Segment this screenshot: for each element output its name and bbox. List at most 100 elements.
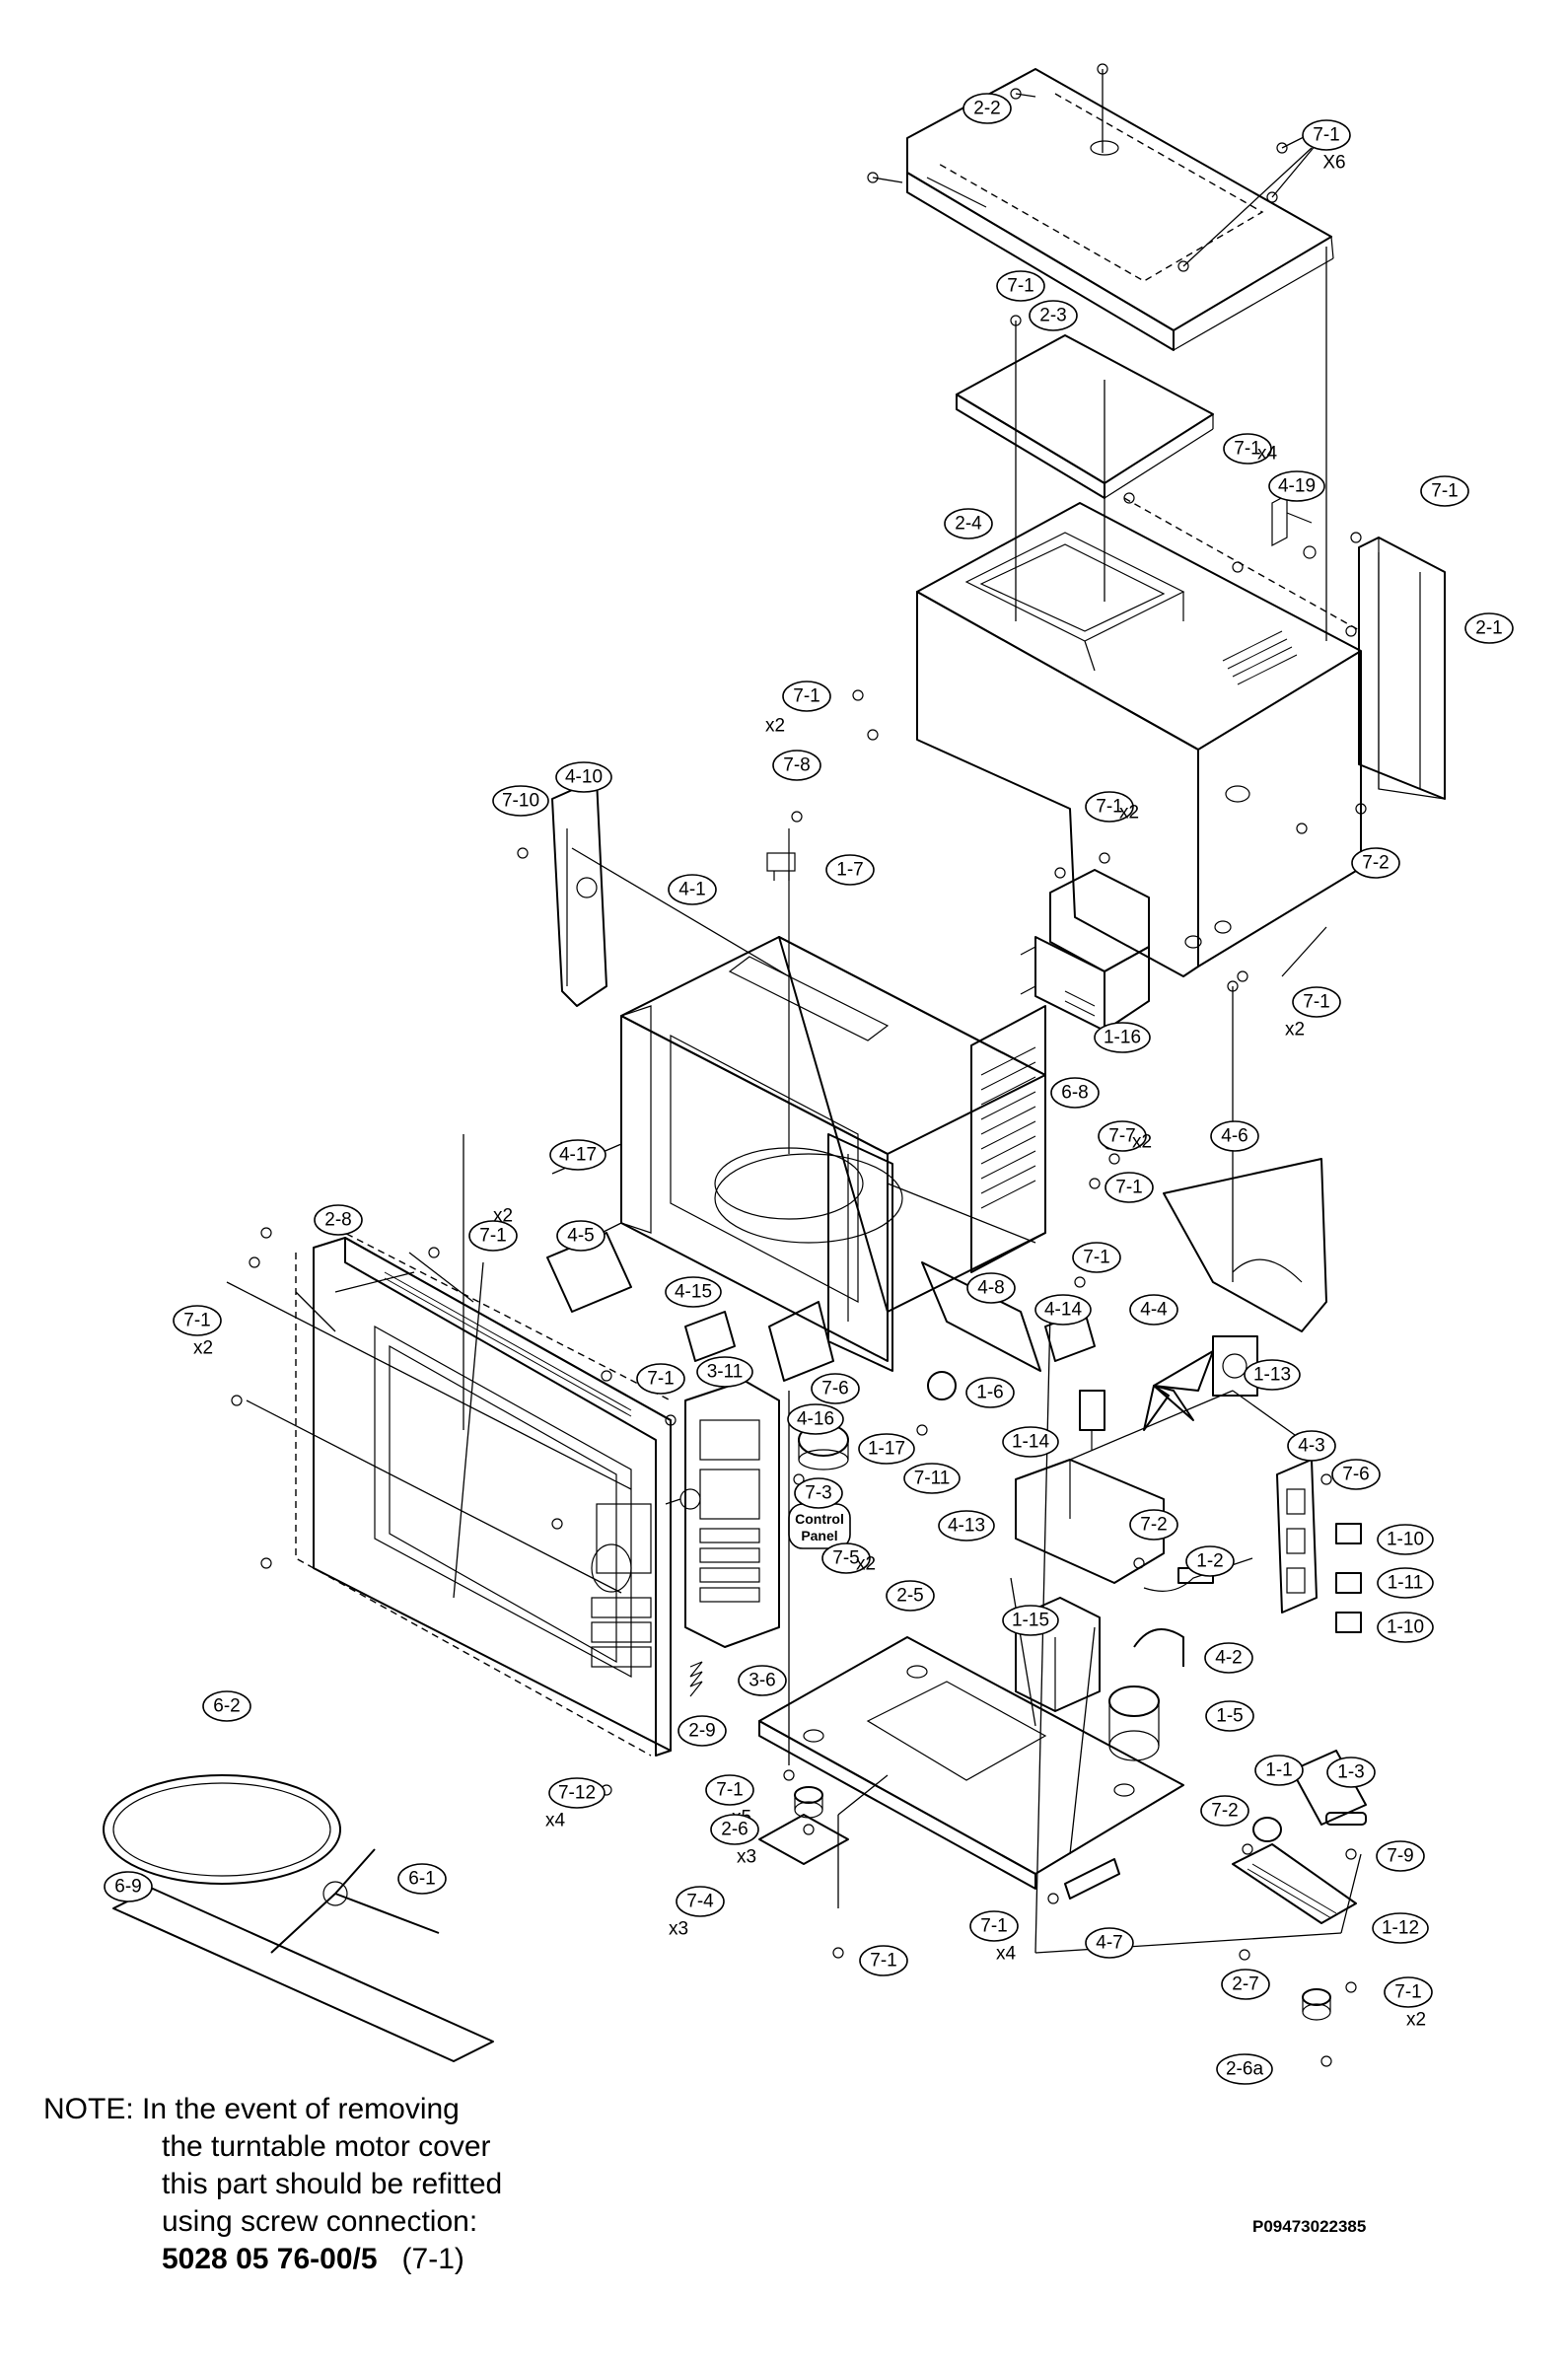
callout-bubble [1085, 1927, 1134, 1959]
callout-7-1: 7-1x2 [468, 1206, 518, 1252]
callout-bubble [1376, 1840, 1425, 1872]
callout-quantity: x2 [193, 1338, 213, 1359]
callout-4-2: 4-2 [1204, 1642, 1253, 1674]
callout-7-1: 7-1 [1072, 1242, 1121, 1273]
callout-bubble [738, 1665, 787, 1696]
note-line-2: the turntable motor cover [162, 2130, 491, 2163]
callout-label: 1-15 [1012, 1611, 1049, 1631]
switch-holder-4-3 [1276, 1459, 1318, 1614]
callout-label: 4-7 [1096, 1933, 1122, 1954]
callout-bubble [468, 1220, 518, 1252]
callout-label: 7-2 [1211, 1801, 1238, 1822]
callout-4-1: 4-1 [668, 874, 717, 905]
callout-1-10: 1-10 [1377, 1524, 1434, 1555]
callout-7-11: 7-11 [903, 1463, 961, 1494]
callout-label: 7-7 [1108, 1126, 1135, 1147]
callout-label: 7-5 [832, 1548, 859, 1569]
callout-2-3: 2-3 [1029, 300, 1078, 331]
callout-label: 4-15 [675, 1282, 712, 1303]
callout-quantity: x2 [1119, 803, 1139, 824]
callout-label: 2-3 [1039, 306, 1066, 326]
foot-2-6a [1302, 1988, 1331, 2021]
note-line-4: using screw connection: [162, 2205, 478, 2238]
callout-7-1: 7-1x2 [173, 1305, 222, 1359]
callout-quantity: x4 [996, 1944, 1017, 1965]
callout-4-19: 4-19 [1268, 470, 1325, 502]
callout-bubble [825, 854, 875, 886]
callout-label: 7-11 [914, 1469, 951, 1489]
callout-quantity: x2 [856, 1554, 876, 1575]
callout-bubble [772, 750, 821, 781]
callout-bubble [962, 93, 1012, 124]
note-part-reference: (7-1) [401, 2243, 464, 2275]
callout-4-10: 4-10 [555, 761, 612, 793]
callout-bubble [944, 508, 993, 539]
callout-2-4: 2-4 [944, 508, 993, 539]
callout-7-1: 7-1x2 [1384, 1976, 1433, 2031]
callout-bubble [1372, 1912, 1429, 1944]
callout-6-8: 6-8 [1050, 1077, 1100, 1109]
callout-label: 4-4 [1140, 1300, 1168, 1321]
callout-label: 1-2 [1196, 1551, 1223, 1572]
callout-bubble [1050, 1077, 1100, 1109]
callout-7-1: 7-1x4 [969, 1910, 1019, 1965]
callout-1-13: 1-13 [1244, 1359, 1301, 1391]
bracket-3-11 [768, 1301, 834, 1382]
callout-label: 3-6 [748, 1671, 775, 1691]
callout-label: 2-4 [955, 514, 982, 535]
callout-7-1: 7-1x4 [1223, 433, 1277, 465]
callout-label: 6-1 [408, 1869, 435, 1890]
callout-bubble [1221, 1969, 1270, 2000]
callout-bubble [811, 1373, 860, 1404]
callout-label: 7-1 [1096, 797, 1122, 818]
callout-label: 7-4 [686, 1892, 714, 1912]
fuse-1-3 [1325, 1812, 1367, 1826]
callout-2-7: 2-7 [1221, 1969, 1270, 2000]
side-frame-with-vents [827, 1005, 1046, 1372]
base-plate-2-5 [758, 1636, 1184, 1890]
callout-2-6: 2-6x3 [710, 1814, 759, 1868]
cabinet-2-4 [916, 502, 1362, 977]
note-part-number: 5028 05 76-00/5 [162, 2243, 378, 2275]
magnetron-1-16 [1020, 869, 1150, 1032]
callout-label: 7-1 [1007, 276, 1033, 297]
callout-1-17: 1-17 [858, 1433, 915, 1465]
callout-label: 7-1 [1115, 1178, 1142, 1198]
callout-bubble [996, 270, 1045, 302]
callout-label: 6-8 [1061, 1083, 1088, 1104]
callout-7-2: 7-2 [1200, 1795, 1249, 1827]
callout-label: 7-9 [1387, 1846, 1413, 1867]
callout-bubble [202, 1690, 251, 1722]
callout-label: 4-13 [948, 1516, 985, 1537]
callout-quantity: x2 [493, 1206, 513, 1227]
door-2-8 [295, 1222, 672, 1757]
control-panel-label-line1: Control [795, 1511, 844, 1527]
callout-1-1: 1-1 [1254, 1755, 1304, 1786]
callout-bubble [1204, 1642, 1253, 1674]
callout-label: 7-1 [1303, 992, 1329, 1013]
callout-label: 7-1 [479, 1226, 506, 1247]
callout-7-1: 7-1 [859, 1945, 908, 1976]
callout-bubble [1223, 433, 1272, 465]
callout-label: 4-17 [559, 1145, 597, 1166]
control-panel-label-line2: Panel [801, 1528, 837, 1543]
callout-label: 7-1 [870, 1951, 896, 1972]
callout-bubble [492, 785, 549, 817]
mica-sheet-6-9 [112, 1888, 494, 2062]
callout-7-2: 7-2 [1129, 1509, 1178, 1541]
callout-quantity: X6 [1322, 153, 1345, 174]
callout-bubble [548, 1777, 606, 1809]
callout-label: 7-12 [558, 1783, 596, 1804]
callout-bubble [665, 1276, 722, 1308]
callout-label: 1-6 [976, 1383, 1003, 1403]
callout-bubble [1302, 119, 1351, 151]
callout-bubble [676, 1886, 725, 1917]
callout-1-14: 1-14 [1002, 1426, 1059, 1458]
callout-bubble [1129, 1294, 1178, 1326]
callout-4-7: 4-7 [1085, 1927, 1134, 1959]
callout-label: 1-5 [1216, 1706, 1243, 1727]
callout-7-1: 7-1X6 [1302, 119, 1351, 174]
callout-label: 7-8 [783, 755, 810, 776]
callout-7-9: 7-9 [1376, 1840, 1425, 1872]
